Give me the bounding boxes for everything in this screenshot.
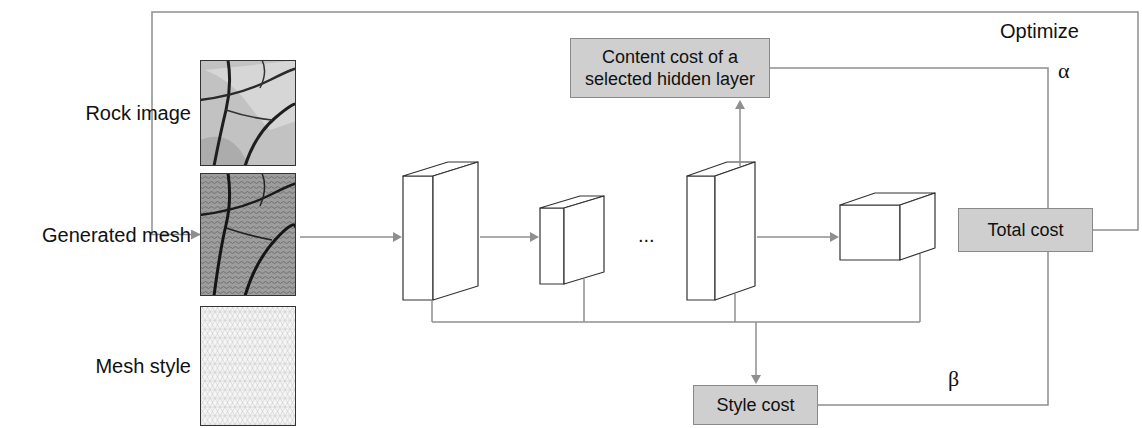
mesh-photo [214,173,230,296]
edge-label: β [948,366,959,392]
layer-block [433,162,478,300]
box-label: Style cost [708,394,802,416]
image-label: Generated mesh [42,223,191,246]
box-label: Total cost [979,219,1071,241]
arrow-head [830,232,839,242]
layer-block [403,176,433,300]
mesh-photo [260,173,265,206]
cost-box: Total cost [958,208,1093,252]
cost-box: Content cost of a selected hidden layer [570,38,770,98]
layer-block [840,205,900,260]
mesh-photo [200,173,296,296]
mesh-photo [200,173,296,296]
flow-line [757,236,831,238]
flow-line [480,236,531,238]
rock-photo [200,69,296,100]
rock-photo [205,60,296,130]
image-tile: Rock image [200,60,296,166]
connector [770,68,1048,208]
text-holder: Content cost of a selected hidden layer [571,46,769,90]
mesh-pattern [200,306,296,426]
layer-block [687,176,715,300]
rock-photo [245,104,296,166]
rock-photo [260,60,265,88]
ellipsis-label: ... [638,224,655,247]
edge-label: Optimize [1000,20,1079,43]
arrow-head [393,232,402,242]
text-holder: Style cost [708,394,802,416]
layer-block [564,196,604,284]
layer-block [900,193,935,260]
layer-block [715,162,755,300]
rock-photo [214,60,230,166]
flow-line [583,279,585,322]
edge-label: α [1058,58,1070,84]
image-label: Rock image [85,102,191,125]
flow-line [300,236,394,238]
flow-line [919,254,921,322]
text-holder: Total cost [979,219,1071,241]
flow-line [432,321,920,323]
box-label: Content cost of a selected hidden layer [571,46,769,90]
arrow-head [751,375,761,384]
mesh-photo [200,173,296,296]
image-tile: Generated mesh [200,173,296,296]
rock-photo [200,137,250,166]
connector [818,252,1048,405]
flow-line [739,108,741,166]
arrow-head [393,100,839,384]
image-tile: Mesh style [200,306,296,426]
arrow-head [530,232,539,242]
cost-box: Style cost [693,385,818,425]
mesh-photo [200,184,296,215]
flow-line [755,322,757,376]
rock-photo [226,110,272,120]
layer-block [403,162,935,300]
mesh-photo [226,228,272,240]
connector [152,12,1138,235]
image-label: Mesh style [95,355,191,378]
flow-line [734,294,736,322]
flow-line [431,300,433,322]
flow-line [300,108,920,376]
layer-block [540,208,564,284]
mesh-pattern [200,306,296,426]
arrow-head [735,100,745,109]
rock-photo [200,60,296,166]
mesh-pattern [200,306,296,426]
